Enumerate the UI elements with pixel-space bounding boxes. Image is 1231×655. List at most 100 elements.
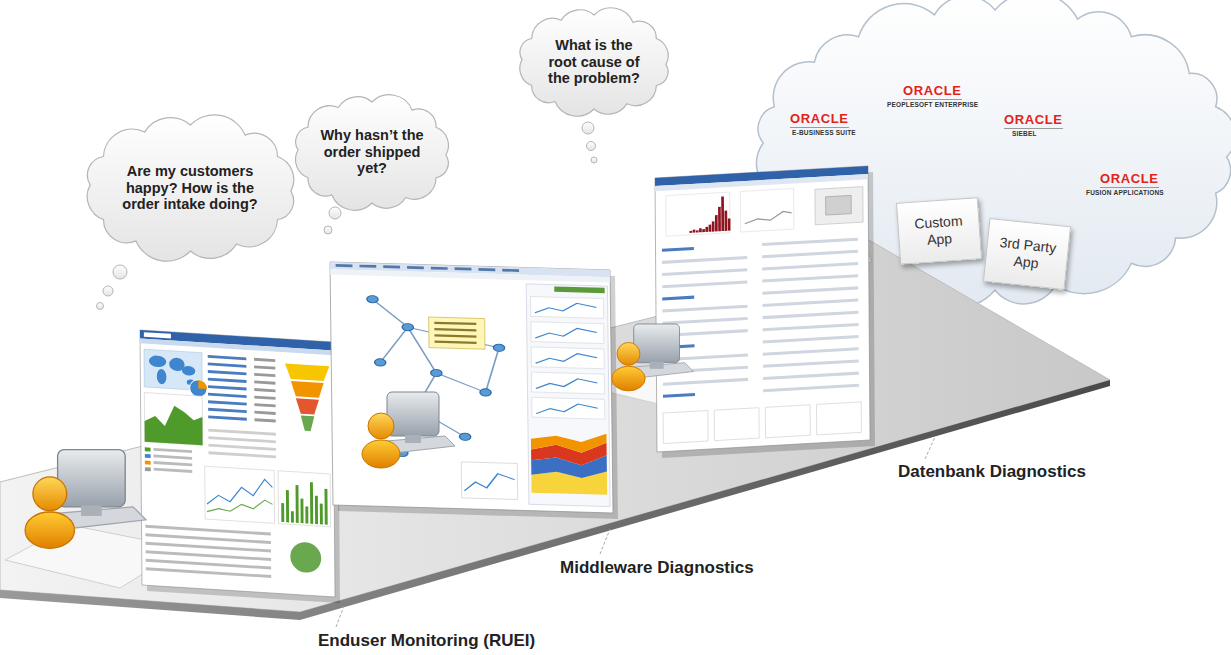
shape bbox=[291, 381, 324, 398]
screen-widget bbox=[662, 305, 747, 313]
thought-text: Why hasn’t the order shipped yet? bbox=[317, 127, 427, 178]
screen-widget bbox=[330, 269, 610, 282]
brand-logo: ORACLE bbox=[1100, 172, 1159, 188]
dashboard-screen bbox=[330, 262, 613, 513]
chart-line bbox=[464, 473, 515, 492]
screen-widget bbox=[291, 511, 294, 523]
screen-widget bbox=[531, 322, 604, 344]
screen-widget bbox=[662, 247, 694, 252]
thought-trail bbox=[329, 207, 341, 219]
screen-widget bbox=[666, 192, 730, 236]
stage-label: Enduser Monitoring (RUEI) bbox=[318, 631, 535, 651]
chart-line bbox=[207, 497, 273, 516]
screen-widget bbox=[208, 429, 276, 436]
shape bbox=[296, 398, 319, 415]
screen-widget bbox=[359, 265, 376, 268]
screen-widget bbox=[663, 393, 695, 398]
thought-bubble: Why hasn’t the order shipped yet? bbox=[286, 90, 458, 215]
text-wrap: Are my customers happy? How is the order… bbox=[116, 163, 265, 214]
topology-node bbox=[493, 344, 504, 352]
user-head bbox=[368, 413, 394, 439]
screen-widget bbox=[689, 231, 692, 233]
screen-widget bbox=[208, 370, 247, 375]
chart-line bbox=[372, 299, 407, 327]
brand-logo: ORACLE bbox=[1004, 113, 1063, 129]
screen-widget bbox=[145, 525, 270, 536]
screen-widget bbox=[145, 461, 151, 465]
screen-widget bbox=[762, 262, 858, 270]
screen-widget bbox=[724, 210, 727, 230]
brand-logo: ORACLE bbox=[903, 84, 962, 100]
stage-label: Datenbank Diagnostics bbox=[898, 462, 1086, 482]
screen-widget bbox=[655, 166, 870, 452]
screen-widget bbox=[762, 299, 858, 307]
screen-widget bbox=[429, 317, 485, 349]
screen-widget bbox=[254, 373, 275, 377]
screen-widget bbox=[531, 347, 604, 369]
monitor bbox=[58, 450, 126, 507]
app-name: Custom App bbox=[905, 212, 973, 250]
leader-line bbox=[600, 529, 610, 554]
screen-widget bbox=[336, 264, 353, 267]
screen-widget bbox=[208, 400, 247, 405]
screen-widget bbox=[300, 499, 303, 524]
screen-widget bbox=[154, 468, 193, 473]
product-name: FUSION APPLICATIONS bbox=[1086, 189, 1164, 197]
user-body bbox=[362, 440, 400, 468]
screen-widget bbox=[532, 397, 605, 419]
text-wrap: Why hasn’t the order shipped yet? bbox=[317, 127, 427, 178]
screen-widget bbox=[531, 297, 604, 319]
app-card: 3rd Party App bbox=[983, 218, 1071, 290]
monitor-stand bbox=[81, 506, 102, 516]
screen-widget bbox=[144, 332, 171, 338]
screen-widget bbox=[461, 462, 517, 500]
screen-widget bbox=[281, 503, 284, 522]
stage-label: Middleware Diagnostics bbox=[560, 558, 754, 578]
map-shape bbox=[182, 366, 196, 376]
user-at-computer bbox=[25, 450, 146, 549]
screen-widget bbox=[762, 286, 858, 294]
screen-widget bbox=[728, 218, 731, 230]
screen-widget bbox=[208, 355, 247, 360]
screen-widget bbox=[715, 215, 718, 231]
chart-line bbox=[436, 373, 485, 392]
monitor bbox=[634, 324, 680, 363]
screen-widget bbox=[154, 461, 193, 466]
screen-widget bbox=[702, 229, 705, 232]
screen-widget bbox=[718, 207, 721, 232]
screen-widget bbox=[762, 250, 858, 258]
screen-widget bbox=[721, 196, 724, 231]
text-wrap: Custom App bbox=[905, 212, 973, 250]
thought-trail bbox=[113, 265, 127, 279]
screen-widget bbox=[763, 347, 859, 355]
screen-widget bbox=[763, 359, 859, 367]
screen-widget bbox=[699, 228, 702, 232]
screen-widget bbox=[144, 393, 202, 446]
user-head bbox=[33, 477, 67, 511]
screen-widget bbox=[663, 378, 748, 386]
user-head bbox=[617, 342, 640, 365]
pie-slice bbox=[198, 380, 207, 389]
topology-node bbox=[375, 359, 386, 367]
stacked-area bbox=[531, 431, 607, 453]
chart-line bbox=[536, 378, 598, 391]
chart-line bbox=[536, 403, 598, 416]
user-at-computer bbox=[362, 392, 455, 468]
chart-line bbox=[535, 327, 597, 340]
screen-widget bbox=[208, 363, 247, 368]
text-wrap: What is the root cause of the problem? bbox=[541, 37, 648, 88]
screen-widget bbox=[145, 454, 151, 458]
screen-widget bbox=[407, 266, 424, 269]
area-chart bbox=[144, 404, 202, 445]
thought-bubble: Are my customers happy? How is the order… bbox=[78, 113, 303, 263]
screen-widget bbox=[662, 256, 747, 264]
brand-logo: ORACLE bbox=[790, 112, 849, 128]
monitor bbox=[387, 392, 439, 436]
thought-trail bbox=[587, 142, 596, 151]
bubble-outline bbox=[520, 8, 668, 116]
screen-widget bbox=[763, 323, 859, 331]
bubble-outline bbox=[296, 94, 449, 209]
topology-node bbox=[402, 323, 413, 331]
screen-widget bbox=[709, 225, 712, 232]
chart-line bbox=[535, 352, 597, 365]
